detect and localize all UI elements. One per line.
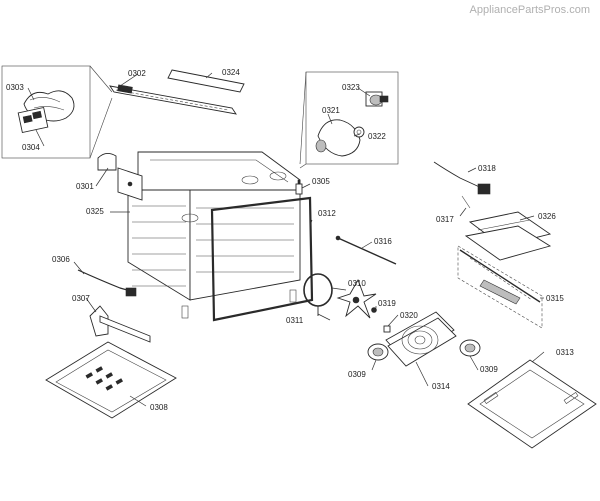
label-0307: 0307 (72, 294, 90, 303)
label-0318: 0318 (478, 164, 496, 173)
part-0301-bracket[interactable] (97, 153, 143, 201)
label-0312: 0312 (318, 209, 336, 218)
oven-cavity-assembly[interactable] (127, 151, 314, 322)
part-0313-tray[interactable] (467, 359, 597, 449)
part-0314-fan-cover[interactable] (385, 311, 457, 367)
part-0317-switch[interactable] (461, 183, 491, 209)
watermark: AppliancePartsPros.com (469, 4, 590, 16)
label-0321: 0321 (322, 106, 340, 115)
label-0319: 0319 (378, 299, 396, 308)
part-0307-bracket[interactable] (89, 305, 151, 343)
label-0317: 0317 (436, 215, 454, 224)
label-0309-right: 0309 (480, 365, 498, 374)
label-0309-left: 0309 (348, 370, 366, 379)
label-0324: 0324 (222, 68, 240, 77)
label-0306: 0306 (52, 255, 70, 264)
part-0309-knob-right[interactable] (459, 339, 481, 357)
label-0315: 0315 (546, 294, 564, 303)
inset-box-top-center (299, 71, 399, 169)
label-0304: 0304 (22, 143, 40, 152)
part-0304-switch-block[interactable] (17, 106, 49, 134)
part-0306-wire[interactable] (77, 269, 137, 297)
part-0324-vent-cover[interactable] (167, 69, 245, 93)
label-0323: 0323 (342, 83, 360, 92)
label-0302: 0302 (128, 69, 146, 78)
part-0310-convection-element[interactable] (303, 273, 333, 316)
part-0316-rod[interactable] (335, 235, 397, 265)
label-0326: 0326 (538, 212, 556, 221)
label-0311: 0311 (286, 316, 304, 325)
part-0315-heater-assembly[interactable] (457, 245, 543, 329)
part-0326-element-cover[interactable] (464, 211, 552, 261)
part-0308-broiler-pan[interactable] (45, 341, 177, 419)
part-0309-knob-left[interactable] (367, 343, 389, 361)
part-0320-clip[interactable] (383, 325, 391, 333)
leader-lines (27, 72, 545, 407)
part-0305-sensor[interactable] (295, 179, 303, 195)
part-0319-nut[interactable] (371, 307, 377, 313)
part-0302-vent-bracket[interactable] (109, 84, 237, 115)
label-0320: 0320 (400, 311, 418, 320)
part-0321-convection-fan[interactable] (315, 119, 361, 157)
label-0301: 0301 (76, 182, 94, 191)
label-0305: 0305 (312, 177, 330, 186)
label-0308: 0308 (150, 403, 168, 412)
inset-box-top-left (1, 65, 113, 159)
part-0318-wire[interactable] (433, 161, 487, 191)
part-0323-fan-motor[interactable] (365, 91, 389, 107)
label-0325: 0325 (86, 207, 104, 216)
label-0310: 0310 (348, 279, 366, 288)
part-fan-blade[interactable] (336, 278, 377, 319)
label-0322: 0322 (368, 132, 386, 141)
label-0313: 0313 (556, 348, 574, 357)
label-0303: 0303 (6, 83, 24, 92)
part-labels: 0303 0304 0302 0324 0301 0325 0306 0307 … (6, 68, 574, 412)
label-0316: 0316 (374, 237, 392, 246)
label-0314: 0314 (432, 382, 450, 391)
part-0322-washer[interactable] (353, 126, 365, 138)
